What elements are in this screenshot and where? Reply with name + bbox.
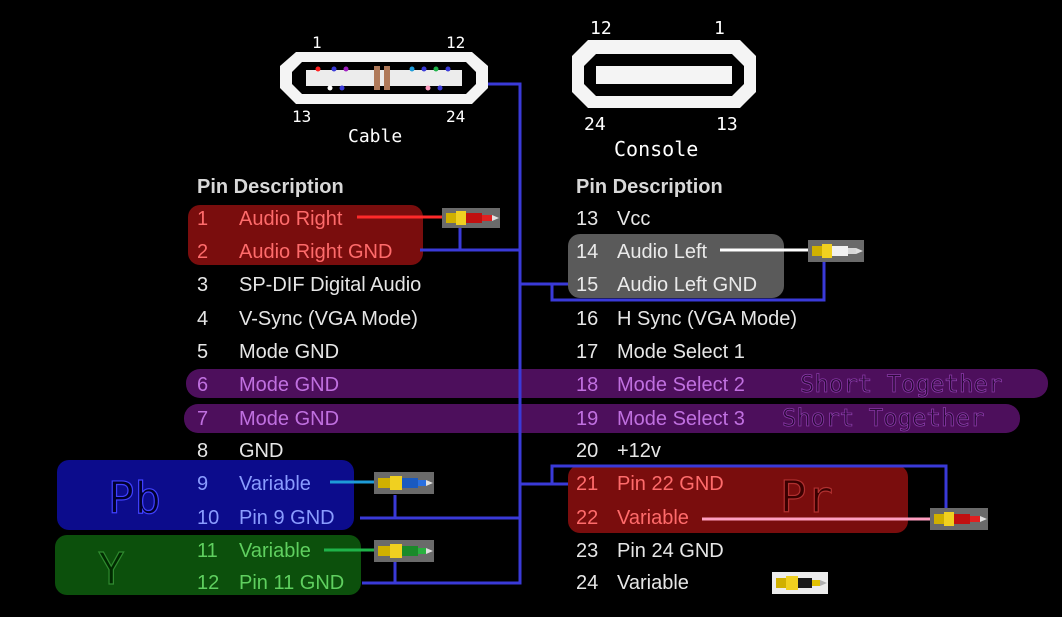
- right-pin-14: 14: [576, 241, 598, 263]
- cable-pin-13: 13: [292, 107, 311, 126]
- right-desc-14: Audio Left: [617, 241, 708, 263]
- left-pin-1: 1: [197, 208, 208, 230]
- right-desc-23: Pin 24 GND: [617, 540, 724, 562]
- right-pin-24: 24: [576, 572, 598, 594]
- mode6-18-highlight: [186, 369, 1048, 398]
- console-pin-13: 13: [716, 114, 738, 135]
- right-desc-13: Vcc: [617, 208, 650, 230]
- left-desc-5: Mode GND: [239, 341, 339, 363]
- right-desc-20: +12v: [617, 440, 661, 462]
- rca-plug-green-icon: [374, 540, 434, 562]
- right-pin-22: 22: [576, 507, 598, 529]
- left-desc-10: Pin 9 GND: [239, 507, 335, 529]
- left-pin-11: 11: [197, 540, 218, 562]
- left-table: 1 Audio Right 2 Audio Right GND 3 SP-DIF…: [197, 208, 421, 594]
- rca-plug-red-icon: [442, 208, 500, 228]
- left-pin-10: 10: [197, 507, 219, 529]
- left-table-header: Pin Description: [197, 176, 344, 198]
- right-table: 13 Vcc 14 Audio Left 15 Audio Left GND 1…: [576, 208, 797, 594]
- pr-highlight: [568, 465, 908, 533]
- left-desc-1: Audio Right: [239, 208, 343, 230]
- left-pin-3: 3: [197, 274, 208, 296]
- left-pin-12: 12: [197, 572, 219, 594]
- console-label: Console: [614, 137, 698, 161]
- cable-connector: [280, 52, 488, 104]
- left-desc-8: GND: [239, 440, 283, 462]
- cable-pin-1: 1: [312, 33, 322, 52]
- ground-bus-wires: [360, 82, 948, 585]
- left-desc-6: Mode GND: [239, 374, 339, 396]
- left-pin-8: 8: [197, 440, 208, 462]
- right-pin-17: 17: [576, 341, 598, 363]
- right-desc-22: Variable: [617, 507, 689, 529]
- left-desc-3: SP-DIF Digital Audio: [239, 274, 421, 296]
- left-desc-11: Variable: [239, 540, 311, 562]
- cable-pin-12: 12: [446, 33, 465, 52]
- y-highlight: [55, 535, 361, 595]
- right-table-header: Pin Description: [576, 176, 723, 198]
- right-pin-20: 20: [576, 440, 598, 462]
- right-desc-15: Audio Left GND: [617, 274, 757, 296]
- right-pin-18: 18: [576, 374, 598, 396]
- left-desc-4: V-Sync (VGA Mode): [239, 308, 418, 330]
- rca-plug-blue-icon: [374, 472, 434, 494]
- console-pin-1: 1: [714, 18, 725, 39]
- audio-right-highlight: [188, 205, 423, 265]
- right-desc-24: Variable: [617, 572, 689, 594]
- right-desc-18: Mode Select 2: [617, 374, 745, 396]
- left-desc-12: Pin 11 GND: [239, 572, 344, 594]
- short-together-label-2: Short Together: [782, 404, 984, 432]
- right-pin-13: 13: [576, 208, 598, 230]
- rca-plug-red-pr-icon: [930, 508, 988, 530]
- right-desc-17: Mode Select 1: [617, 341, 745, 363]
- left-pin-6: 6: [197, 374, 208, 396]
- left-pin-2: 2: [197, 241, 208, 263]
- right-pin-15: 15: [576, 274, 598, 296]
- left-pin-5: 5: [197, 341, 208, 363]
- right-desc-19: Mode Select 3: [617, 408, 745, 430]
- pb-highlight: [57, 460, 354, 530]
- right-desc-16: H Sync (VGA Mode): [617, 308, 797, 330]
- left-pin-9: 9: [197, 473, 208, 495]
- pb-label: Pb: [108, 473, 161, 524]
- short-together-label-1: Short Together: [800, 370, 1002, 398]
- y-label: Y: [98, 544, 125, 595]
- left-desc-2: Audio Right GND: [239, 241, 392, 263]
- left-desc-7: Mode GND: [239, 408, 339, 430]
- cable-label: Cable: [348, 126, 402, 147]
- right-desc-21: Pin 22 GND: [617, 473, 724, 495]
- left-pin-7: 7: [197, 408, 208, 430]
- right-pin-16: 16: [576, 308, 598, 330]
- console-pin-24: 24: [584, 114, 606, 135]
- pr-label: Pr: [780, 472, 833, 523]
- right-pin-19: 19: [576, 408, 598, 430]
- right-pin-23: 23: [576, 540, 598, 562]
- cable-pin-24: 24: [446, 107, 465, 126]
- console-pin-12: 12: [590, 18, 612, 39]
- rca-plug-white-icon: [808, 240, 864, 262]
- mode7-19-highlight: [184, 404, 1020, 433]
- right-pin-21: 21: [576, 473, 598, 495]
- left-desc-9: Variable: [239, 473, 311, 495]
- console-connector: [572, 40, 756, 108]
- left-pin-4: 4: [197, 308, 208, 330]
- rca-plug-yellow-icon: [772, 572, 828, 594]
